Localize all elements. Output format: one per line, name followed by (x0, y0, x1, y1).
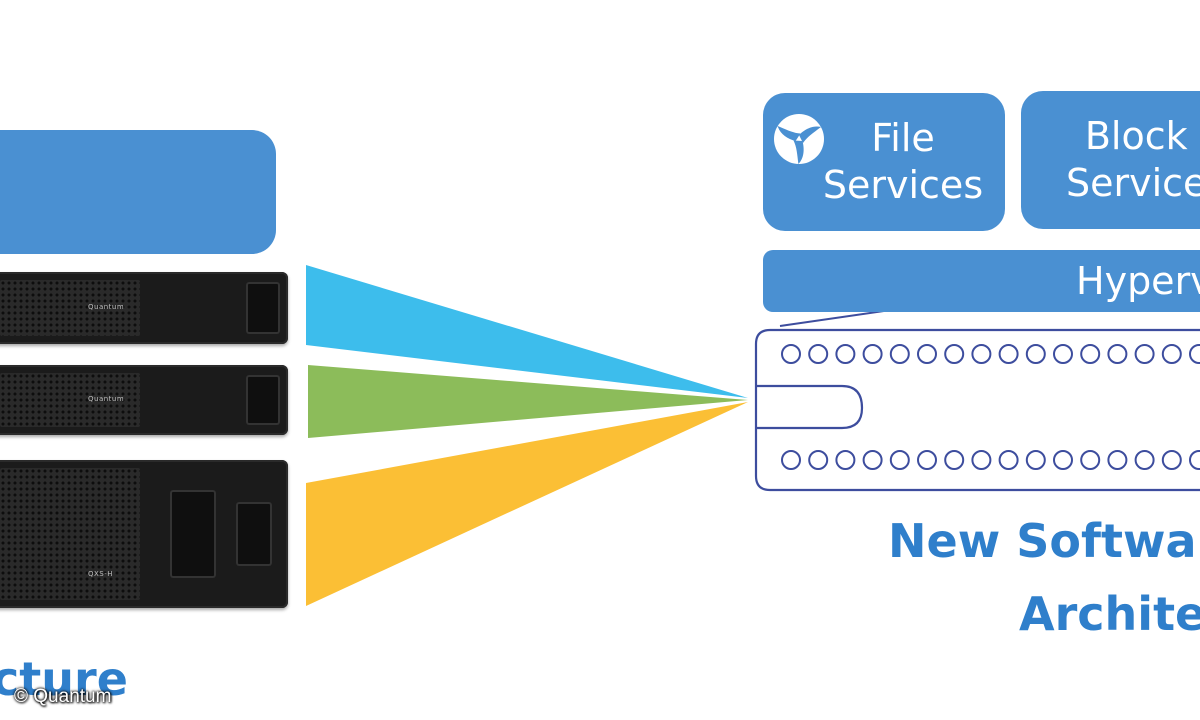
server-unit-2: Quantum (0, 365, 288, 435)
server-unit-3: QXS-H (0, 460, 288, 608)
copyright-notice: © Quantum (14, 686, 112, 707)
server-unit-1: Quantum (0, 272, 288, 344)
chassis-port (835, 344, 856, 364)
block-services-label: Block Service (1066, 113, 1200, 208)
chassis-port (1161, 450, 1182, 470)
beam-cyan (306, 265, 748, 398)
server-handle (246, 282, 280, 334)
file-services-label: File Services (785, 115, 983, 210)
block-services-line-1: Block (1084, 113, 1188, 158)
chassis-port (808, 344, 829, 364)
chassis-port (1107, 344, 1128, 364)
chassis-port (1189, 344, 1200, 364)
server-badge: QXS-H (88, 570, 114, 578)
chassis-port-row-bottom (781, 450, 1200, 470)
file-services-line-1: File (871, 115, 935, 160)
chassis-port (1161, 344, 1182, 364)
hypervisor-label: Hyperv (1076, 259, 1200, 303)
file-services-line-2: Services (822, 163, 984, 207)
block-services-line-2: Service (1066, 161, 1200, 205)
server-grille (0, 468, 140, 600)
chassis-port (1025, 344, 1046, 364)
beam-green (308, 365, 748, 438)
swirl-logo-icon (774, 114, 824, 165)
caption-left: cture (0, 652, 128, 706)
server-grille (0, 280, 140, 336)
chassis-port (1080, 344, 1101, 364)
chassis-port (781, 450, 801, 470)
chassis-port (944, 450, 965, 470)
left-services-box (0, 130, 276, 254)
chassis-port (889, 344, 910, 364)
server-badge: Quantum (88, 303, 125, 311)
chassis-port (862, 344, 883, 364)
chassis-port (889, 450, 910, 470)
chassis-port (781, 344, 801, 364)
chassis-port (1189, 450, 1200, 470)
server-grille (0, 373, 140, 427)
server-badge: Quantum (88, 395, 125, 403)
chassis-port (971, 344, 992, 364)
chassis-port (971, 450, 992, 470)
chassis-port (1053, 344, 1073, 364)
server-handle (236, 502, 272, 566)
chassis-port (1107, 450, 1128, 470)
chassis-port (1053, 450, 1073, 470)
chassis-port (1025, 450, 1046, 470)
chassis-port-row-top (781, 344, 1200, 364)
chassis-port (1134, 344, 1155, 364)
chassis-port (862, 450, 883, 470)
chassis-port (917, 450, 937, 470)
hypervisor-bar: Hyperv (763, 250, 1200, 312)
server-handle (246, 375, 280, 425)
chassis-port (998, 344, 1019, 364)
chassis-port (1134, 450, 1155, 470)
chassis-port (1080, 450, 1101, 470)
chassis-port (835, 450, 856, 470)
caption-right-line-1: New Softwar (888, 514, 1200, 568)
chassis-port (944, 344, 965, 364)
chassis-port (808, 450, 829, 470)
block-services-box: Block Service (1021, 91, 1200, 229)
server-handle (170, 490, 216, 578)
chassis-port (998, 450, 1019, 470)
caption-right-line-2: Archite (1019, 587, 1200, 641)
beam-yellow (306, 402, 748, 606)
chassis-port (917, 344, 937, 364)
